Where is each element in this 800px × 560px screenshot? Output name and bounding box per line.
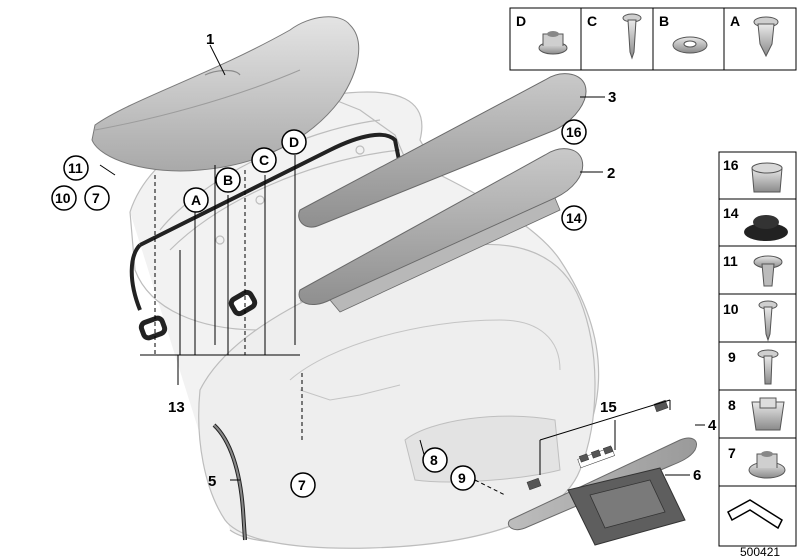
legend-letter-C: C xyxy=(587,13,597,29)
leader-lines xyxy=(99,44,705,496)
screw-icon xyxy=(622,13,642,60)
callout-7-left: 7 xyxy=(92,190,100,206)
seal-strip-part xyxy=(129,132,402,341)
top-parts-legend: D C B A xyxy=(509,7,797,71)
legend-number-9: 9 xyxy=(728,349,736,365)
assembly-arrow-icon xyxy=(727,499,783,530)
callout-15: 15 xyxy=(600,399,617,416)
callout-14: 14 xyxy=(566,210,582,226)
sticker-set-part xyxy=(526,399,669,491)
lower-trim-strip-part xyxy=(298,148,584,313)
legend-letter-D: D xyxy=(516,13,526,29)
callout-B: B xyxy=(223,172,233,188)
callout-3: 3 xyxy=(608,89,616,106)
callout-A: A xyxy=(191,192,201,208)
self-tapping-screw-icon xyxy=(758,300,778,342)
legend-number-8: 8 xyxy=(728,397,736,413)
clip-icon xyxy=(751,162,783,193)
screw-9-icon xyxy=(757,349,779,385)
license-plate-bracket-part xyxy=(567,467,686,546)
callout-11-left: 11 xyxy=(68,160,83,176)
callout-D: D xyxy=(289,134,299,150)
callout-6: 6 xyxy=(693,467,701,484)
cable-guide-part xyxy=(212,423,247,541)
callout-7-bottom: 7 xyxy=(298,477,306,493)
legend-letter-B: B xyxy=(659,13,669,29)
rubber-grommet-icon xyxy=(744,215,788,241)
legend-number-7: 7 xyxy=(728,445,736,461)
washer-icon xyxy=(672,36,708,54)
nut-icon xyxy=(748,451,786,479)
callout-4: 4 xyxy=(708,417,717,434)
sheet-metal-nut-icon xyxy=(751,397,785,431)
callout-16: 16 xyxy=(566,124,582,140)
diagram-reference-number: 500421 xyxy=(740,545,780,559)
rivet-icon xyxy=(753,255,783,287)
callout-9: 9 xyxy=(458,470,466,486)
legend-letter-A: A xyxy=(730,13,740,29)
legend-number-10: 10 xyxy=(723,301,739,317)
callout-1: 1 xyxy=(206,31,214,48)
legend-number-11: 11 xyxy=(723,253,738,269)
tailgate-panel xyxy=(198,243,596,549)
callout-2: 2 xyxy=(607,165,615,182)
legend-number-16: 16 xyxy=(723,157,739,173)
callout-C: C xyxy=(259,152,269,168)
circled-callouts xyxy=(51,119,587,498)
callout-5: 5 xyxy=(208,473,216,490)
flange-nut-icon xyxy=(538,31,568,55)
upper-trim-strip-part xyxy=(298,73,587,228)
callout-10-left: 10 xyxy=(55,190,71,206)
callout-13: 13 xyxy=(168,399,185,416)
expanding-rivet-icon xyxy=(753,16,779,58)
side-parts-legend: 16 14 11 10 9 8 7 xyxy=(718,151,797,547)
legend-number-14: 14 xyxy=(723,205,739,221)
callout-8: 8 xyxy=(430,452,438,468)
